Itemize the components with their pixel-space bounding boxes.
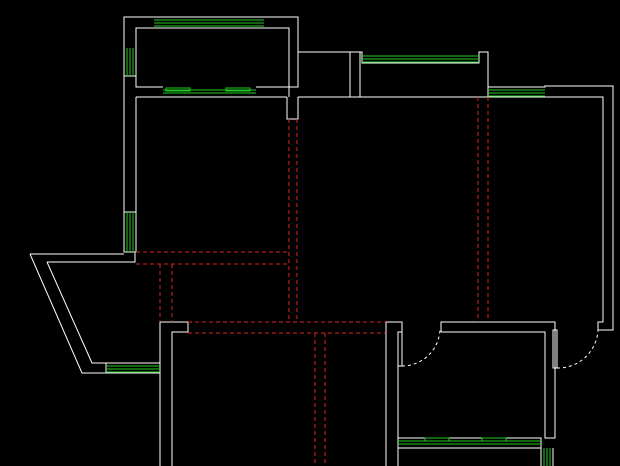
wall-left-exterior (47, 97, 136, 263)
window-top-center (362, 55, 479, 63)
wall-lower-right-room (440, 321, 556, 439)
window-right-wing-top (488, 89, 545, 97)
wall-lower-right-bottom (398, 437, 542, 466)
window-lower-right-vertical (543, 448, 551, 466)
window-top-left-room-top (154, 19, 264, 27)
wall-right-wing (488, 85, 614, 331)
beam-lines (136, 97, 489, 466)
wall-top-center-nook (298, 51, 361, 98)
wall-lower-left-room (159, 321, 189, 466)
wall-column-stub (286, 97, 299, 120)
wall-top-left-room-inner (135, 48, 163, 88)
window-lower-right-bottom (398, 437, 541, 445)
window-top-left-room-bottom (163, 87, 256, 94)
door-lower-center (397, 329, 441, 367)
windows (106, 19, 551, 466)
wall-outlines (29, 16, 614, 466)
wall-top-center-window-block (349, 51, 489, 97)
wall-bay-window-diagonal (29, 253, 160, 374)
wall-bay-window-diagonal-inner (46, 261, 106, 364)
door-lower-right (552, 329, 599, 369)
wall-top-left-room (123, 16, 299, 97)
doors (397, 329, 599, 369)
window-top-left-room-left (126, 48, 134, 76)
wall-top-left-room-lower (256, 86, 290, 97)
window-left-wall (126, 212, 134, 252)
window-bay-bottom (106, 365, 160, 373)
